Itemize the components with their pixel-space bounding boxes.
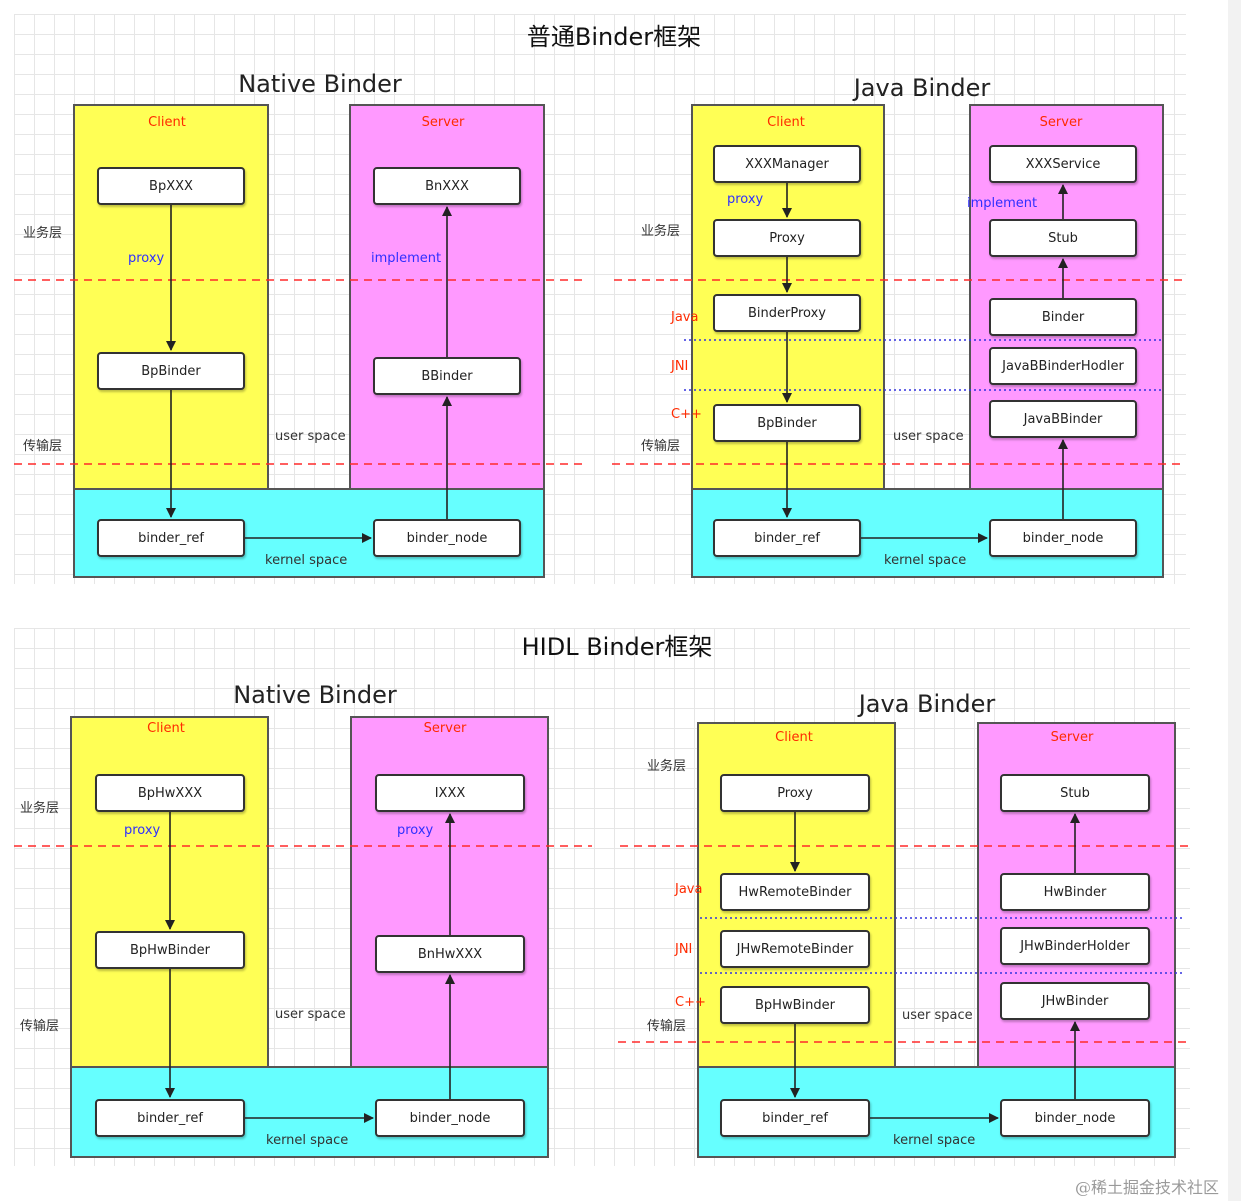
watermark: @稀土掘金技术社区 [1075, 1178, 1220, 1197]
cpp-layer-label: C++ [675, 995, 706, 1010]
node-binder-node[interactable]: binder_node [375, 1099, 525, 1137]
node-jhwbinderholder[interactable]: JHwBinderHolder [1000, 927, 1150, 965]
user-space-label: user space [275, 1007, 346, 1022]
node-binder-node[interactable]: binder_node [1000, 1099, 1150, 1137]
kernel-space-label: kernel space [265, 553, 348, 568]
transport-layer-label: 传输层 [23, 439, 63, 454]
user-space-label: user space [893, 429, 964, 444]
node-jhwbinder[interactable]: JHwBinder [1000, 982, 1150, 1020]
implement-label: implement [967, 196, 1038, 211]
normal-java-title: Java Binder [853, 74, 991, 102]
node-binder[interactable]: Binder [989, 298, 1137, 336]
node-bnhwxxx[interactable]: BnHwXXX [375, 935, 525, 973]
node-binder-ref[interactable]: binder_ref [97, 519, 245, 557]
node-bphwbinder[interactable]: BpHwBinder [95, 931, 245, 969]
node-binder-node[interactable]: binder_node [373, 519, 521, 557]
node-bnxxx[interactable]: BnXXX [373, 167, 521, 205]
node-bpbinder[interactable]: BpBinder [713, 404, 861, 442]
java-layer-label: Java [675, 882, 703, 897]
normal-native-client-label: Client [148, 115, 186, 130]
user-space-label: user space [275, 429, 346, 444]
node-proxy[interactable]: Proxy [713, 219, 861, 257]
user-space-label: user space [902, 1008, 973, 1023]
node-javabbinderhodler[interactable]: JavaBBinderHodler [989, 347, 1137, 385]
node-javabbinder[interactable]: JavaBBinder [989, 400, 1137, 438]
proxy-label: proxy [727, 192, 764, 207]
node-binder-node[interactable]: binder_node [989, 519, 1137, 557]
normal-java-server-label: Server [1039, 115, 1083, 130]
java-layer-label: Java [671, 310, 699, 325]
bottom-title: HIDL Binder框架 [521, 633, 713, 661]
hidl-native-server-label: Server [423, 721, 467, 736]
proxy-label: proxy [124, 823, 161, 838]
node-bphwbinder[interactable]: BpHwBinder [720, 986, 870, 1024]
proxy-label: proxy [397, 823, 434, 838]
hidl-native-client-label: Client [147, 721, 185, 736]
node-hwbinder[interactable]: HwBinder [1000, 873, 1150, 911]
scrollbar-track[interactable] [1228, 0, 1241, 1201]
node-xxxmanager[interactable]: XXXManager [713, 145, 861, 183]
hidl-java-title: Java Binder [858, 690, 996, 718]
hidl-java-server-label: Server [1050, 730, 1094, 745]
node-bpxxx[interactable]: BpXXX [97, 167, 245, 205]
biz-layer-label: 业务层 [647, 759, 687, 774]
kernel-space-label: kernel space [893, 1133, 976, 1148]
normal-native-server-label: Server [421, 115, 465, 130]
node-bphwxxx[interactable]: BpHwXXX [95, 774, 245, 812]
node-stub[interactable]: Stub [989, 219, 1137, 257]
biz-layer-label: 业务层 [23, 226, 63, 241]
normal-java-client-label: Client [767, 115, 805, 130]
transport-layer-label: 传输层 [641, 439, 681, 454]
hidl-native-title: Native Binder [233, 681, 397, 709]
hidl-java-client-label: Client [775, 730, 813, 745]
cpp-layer-label: C++ [671, 407, 702, 422]
normal-native-title: Native Binder [238, 70, 402, 98]
node-xxxservice[interactable]: XXXService [989, 145, 1137, 183]
jni-layer-label: JNI [671, 359, 689, 374]
node-bbinder[interactable]: BBinder [373, 357, 521, 395]
node-jhwremotebinder[interactable]: JHwRemoteBinder [720, 930, 870, 968]
node-binder-ref[interactable]: binder_ref [95, 1099, 245, 1137]
node-proxy[interactable]: Proxy [720, 774, 870, 812]
transport-layer-label: 传输层 [647, 1019, 687, 1034]
proxy-label: proxy [128, 251, 165, 266]
node-stub[interactable]: Stub [1000, 774, 1150, 812]
implement-label: implement [371, 251, 442, 266]
biz-layer-label: 业务层 [641, 224, 681, 239]
layer-divider-lines [14, 279, 1188, 1043]
node-hwremotebinder[interactable]: HwRemoteBinder [720, 873, 870, 911]
node-bpbinder[interactable]: BpBinder [97, 352, 245, 390]
transport-layer-label: 传输层 [20, 1019, 60, 1034]
biz-layer-label: 业务层 [20, 801, 60, 816]
kernel-space-label: kernel space [884, 553, 967, 568]
node-ixxx[interactable]: IXXX [375, 774, 525, 812]
node-binderproxy[interactable]: BinderProxy [713, 294, 861, 332]
node-binder-ref[interactable]: binder_ref [713, 519, 861, 557]
jni-divider-lines [684, 339, 1182, 974]
kernel-space-label: kernel space [266, 1133, 349, 1148]
flow-arrows [165, 183, 1080, 1123]
top-title: 普通Binder框架 [526, 23, 702, 51]
jni-layer-label: JNI [675, 942, 693, 957]
node-binder-ref[interactable]: binder_ref [720, 1099, 870, 1137]
